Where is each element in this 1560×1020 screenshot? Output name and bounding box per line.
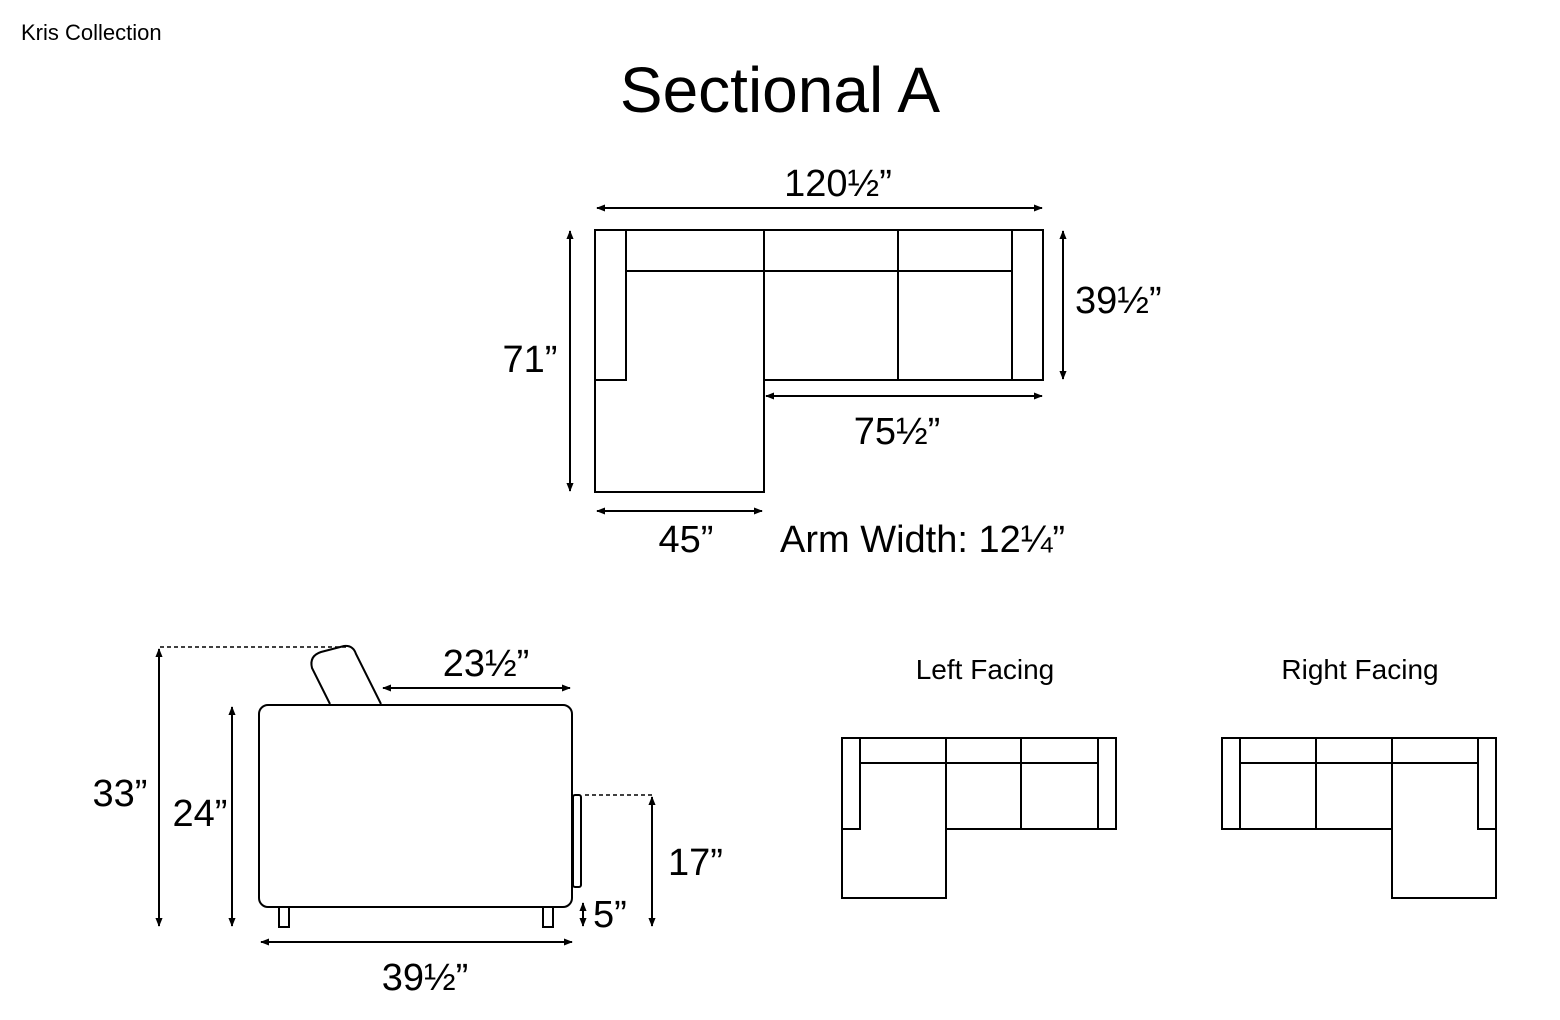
left-facing-label: Left Facing bbox=[916, 654, 1055, 685]
right-facing-label: Right Facing bbox=[1281, 654, 1438, 685]
section-width-label: 75½” bbox=[854, 411, 941, 453]
seat-height-label: 17” bbox=[668, 842, 723, 884]
leg-height-label: 5” bbox=[593, 894, 627, 936]
arm-height-label: 24” bbox=[173, 793, 228, 835]
page-title: Sectional A bbox=[619, 54, 941, 126]
overall-depth-label: 71” bbox=[503, 339, 558, 381]
chaise-width-label: 45” bbox=[659, 519, 714, 561]
side-depth-label: 39½” bbox=[382, 957, 469, 999]
sofa-depth-label: 39½” bbox=[1075, 280, 1162, 322]
overall-width-label: 120½” bbox=[784, 163, 892, 205]
left-facing-diagram bbox=[841, 737, 1117, 899]
seat-depth-label: 23½” bbox=[443, 643, 530, 685]
right-facing-diagram bbox=[1221, 737, 1497, 899]
side-view-outline bbox=[258, 644, 582, 928]
total-height-label: 33” bbox=[93, 773, 148, 815]
collection-name: Kris Collection bbox=[21, 20, 162, 45]
arm-width-label: Arm Width: 12¼” bbox=[780, 519, 1065, 561]
top-view-outline bbox=[594, 229, 1044, 493]
